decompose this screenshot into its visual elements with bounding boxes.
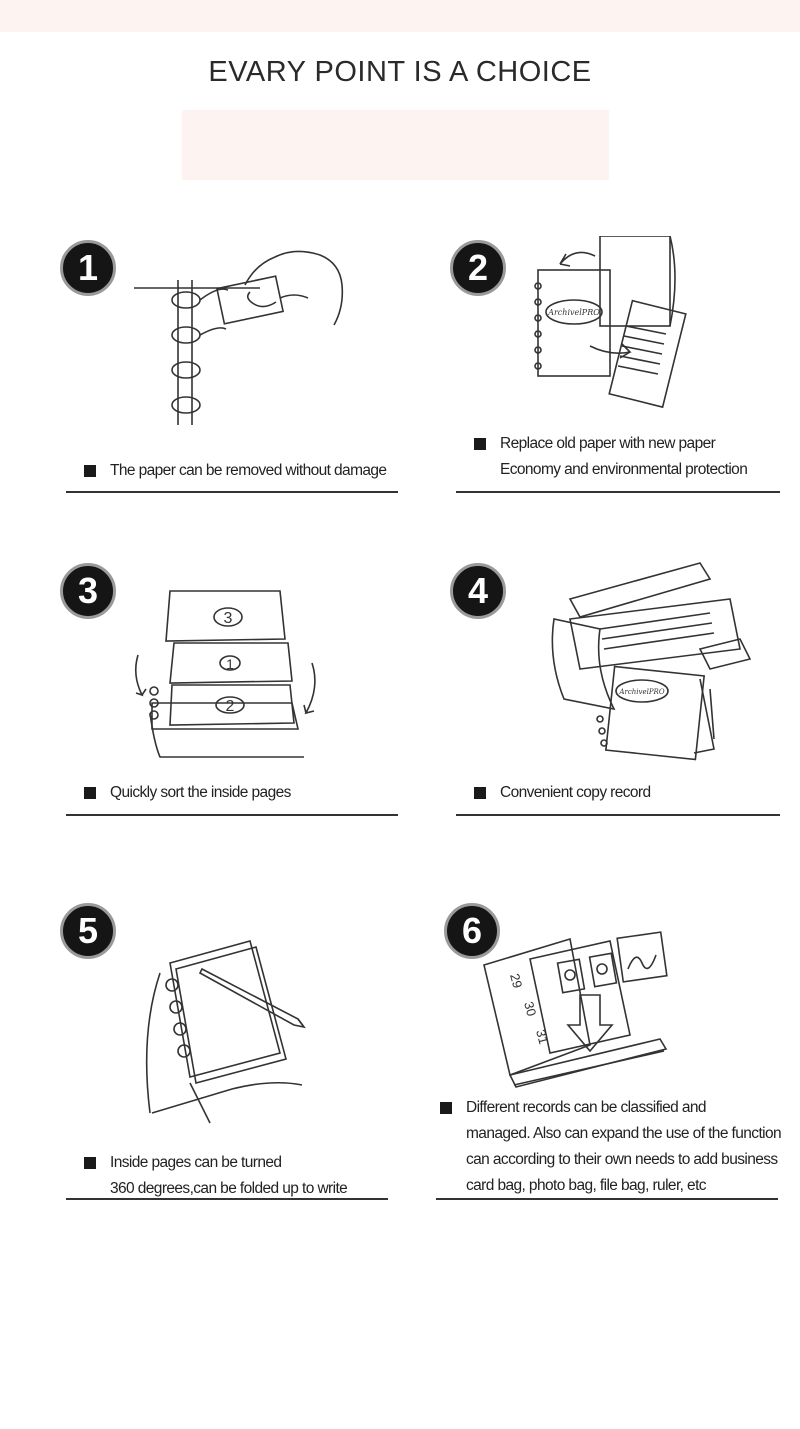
caption-text: Inside pages can be turned bbox=[110, 1154, 282, 1171]
calendar-day-29: 29 bbox=[507, 972, 525, 990]
fold-notebook-illustration bbox=[145, 940, 306, 1124]
calendar-day-31: 31 bbox=[533, 1028, 551, 1046]
divider bbox=[66, 491, 398, 493]
feature-panel-2: 2 ArchivelPRO Replace old paper with new… bbox=[450, 236, 800, 540]
copy-record-illustration: ArchivelPRO bbox=[551, 562, 752, 761]
step-number-5: 5 bbox=[60, 903, 116, 959]
divider bbox=[66, 814, 398, 816]
step-number-1: 1 bbox=[60, 240, 116, 296]
feature-panel-5: 5 Inside pages can be turned 360 degrees… bbox=[60, 903, 420, 1203]
step-number-3: 3 bbox=[60, 563, 116, 619]
page-label-b: 1 bbox=[226, 656, 234, 672]
step-number-6: 6 bbox=[444, 903, 500, 959]
bullet-square bbox=[474, 438, 486, 450]
brand-logo: ArchivelPRO bbox=[547, 308, 600, 317]
replace-paper-illustration: ArchivelPRO bbox=[534, 236, 687, 409]
divider bbox=[66, 1198, 388, 1200]
page-label-a: 3 bbox=[224, 610, 233, 627]
caption-text: Quickly sort the inside pages bbox=[110, 784, 291, 801]
banner-placeholder bbox=[182, 110, 609, 180]
ring-binder-remove-illustration bbox=[134, 250, 344, 425]
page-label-c: 2 bbox=[226, 698, 235, 715]
brand-logo: ArchivelPRO bbox=[618, 688, 664, 696]
accessories-illustration: 29 30 31 bbox=[483, 931, 668, 1088]
page-title: EVARY POINT IS A CHOICE bbox=[208, 56, 592, 88]
divider bbox=[436, 1198, 778, 1200]
divider bbox=[456, 491, 780, 493]
divider bbox=[456, 814, 780, 816]
bullet-square bbox=[440, 1102, 452, 1114]
caption-text: Convenient copy record bbox=[500, 784, 651, 801]
feature-panel-1: 1 The paper can be removed without damag… bbox=[60, 240, 420, 540]
top-band bbox=[0, 0, 800, 32]
feature-panel-3: 3 3 1 2 Quickly sort the inside pages bbox=[60, 563, 420, 863]
caption-text: The paper can be removed without damage bbox=[110, 462, 387, 479]
feature-panel-6: 6 29 30 31 Different records can be clas… bbox=[436, 903, 800, 1203]
bullet-square bbox=[84, 465, 96, 477]
caption-text: 360 degrees,can be folded up to write bbox=[110, 1180, 348, 1197]
caption-text: card bag, photo bag, file bag, ruler, et… bbox=[466, 1177, 707, 1194]
caption-text: Replace old paper with new paper bbox=[500, 435, 716, 452]
bullet-square bbox=[474, 787, 486, 799]
feature-panel-4: 4 ArchivelPRO Convenient copy record bbox=[450, 562, 800, 863]
caption-text: Different records can be classified and bbox=[466, 1099, 707, 1116]
caption-text: can according to their own needs to add … bbox=[466, 1151, 778, 1168]
bullet-square bbox=[84, 787, 96, 799]
bullet-square bbox=[84, 1157, 96, 1169]
step-number-2: 2 bbox=[450, 240, 506, 296]
caption-text: Economy and environmental protection bbox=[500, 461, 748, 478]
caption-text: managed. Also can expand the use of the … bbox=[466, 1125, 782, 1142]
calendar-day-30: 30 bbox=[521, 1000, 539, 1018]
step-number-4: 4 bbox=[450, 563, 506, 619]
sort-pages-illustration: 3 1 2 bbox=[134, 590, 316, 758]
